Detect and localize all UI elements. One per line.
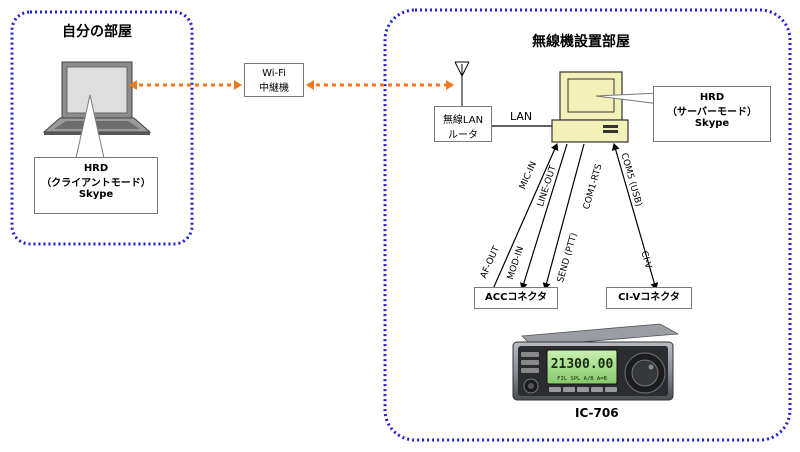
acc-connector-label: ACCコネクタ <box>484 292 548 303</box>
radio-display-sub: FIL SPL A/B A=B <box>557 376 607 382</box>
af-out-mic-in-line <box>492 143 559 290</box>
radio-room-title: 無線機設置部屋 <box>532 34 630 50</box>
client-label-line2: （クライアントモード） <box>41 178 151 189</box>
antenna-icon <box>454 61 470 106</box>
line-out-mod-in-line <box>519 143 568 290</box>
client-label-box: HRD （クライアントモード） Skype <box>34 157 158 214</box>
wireless-router-line2: ルータ <box>448 130 478 141</box>
civ-connector-box: CI-Vコネクタ <box>606 287 692 309</box>
home-room-title: 自分の部屋 <box>62 24 132 40</box>
lan-label: LAN <box>510 110 533 123</box>
radio-model-label: IC-706 <box>575 406 619 420</box>
com1-send-line <box>542 143 585 290</box>
server-label-box: HRD （サーバーモード） Skype <box>653 86 771 142</box>
server-label-line3: Skype <box>694 118 730 129</box>
laptop-icon <box>42 61 152 135</box>
client-label-line1: HRD <box>83 163 109 174</box>
server-label-line2: （サーバーモード） <box>667 107 757 118</box>
radio-display-frequency: 21300.00 <box>551 357 614 372</box>
desktop-pc-icon <box>551 71 629 143</box>
client-label-line3: Skype <box>78 189 114 200</box>
radio-room-region <box>383 8 792 442</box>
home-room-region <box>10 10 194 246</box>
civ-connector-label: CI-Vコネクタ <box>618 292 680 303</box>
wireless-router-line1: 無線LAN <box>442 115 484 126</box>
wifi-repeater-line2: 中継機 <box>259 83 289 94</box>
acc-connector-box: ACCコネクタ <box>474 287 558 309</box>
server-label-line1: HRD <box>699 92 725 103</box>
wireless-router-box: 無線LAN ルータ <box>434 106 492 142</box>
wifi-repeater-line1: Wi-Fi <box>262 68 286 79</box>
com5-civ-line <box>611 143 659 290</box>
wifi-repeater-box: Wi-Fi 中継機 <box>244 63 304 97</box>
ic706-radio-image: 21300.00 FIL SPL A/B A=B <box>512 323 680 401</box>
